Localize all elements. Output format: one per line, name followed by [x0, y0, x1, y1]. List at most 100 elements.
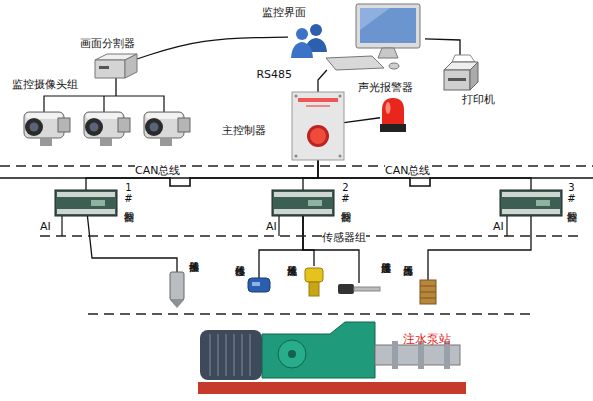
camera: [24, 112, 70, 146]
printer: [444, 55, 478, 90]
displacement-sensor: [248, 278, 270, 292]
device-node: 压力传感器: [420, 280, 436, 304]
temperature-sensor: [338, 284, 380, 294]
bus-label: AI: [266, 221, 277, 233]
displacement-sensor: [252, 282, 260, 286]
wire-connector: [137, 37, 288, 59]
wire-connector: [303, 160, 318, 190]
alarm-light: [380, 124, 406, 132]
main-controller: [292, 92, 344, 160]
plc-controller: [502, 209, 560, 214]
screen-splitter: [125, 54, 137, 78]
plc-controller: [500, 190, 562, 216]
device-label: 监控界面: [262, 7, 306, 19]
wire-connector: [303, 216, 359, 283]
temperature-sensor: [338, 284, 354, 294]
dashed-line: [88, 313, 530, 315]
pump-station: [210, 334, 250, 376]
wire-connector: [86, 160, 318, 190]
camera: [144, 112, 190, 146]
device-label: 画面分割器: [80, 38, 135, 50]
pump-station: [262, 322, 375, 378]
wire-connector: [428, 216, 531, 280]
operator-figure: [291, 24, 327, 58]
camera: [160, 138, 172, 146]
bus-label: 传感器组: [322, 232, 366, 244]
signal-label: RS485: [256, 69, 292, 81]
printer: [470, 62, 478, 90]
camera: [58, 118, 70, 132]
operator-figure: [296, 28, 308, 40]
plc-controller: [274, 192, 332, 197]
camera: [118, 118, 130, 132]
plc-controller: [500, 190, 562, 216]
flow-sensor: [305, 268, 323, 282]
main-controller: [295, 95, 298, 98]
flow-sensor: [309, 282, 319, 296]
device-label: 主控制器: [222, 125, 266, 137]
computer-monitor: [378, 48, 398, 58]
ai-wire: [61, 216, 62, 236]
screen-splitter: [95, 54, 137, 78]
camera-wire: [44, 96, 164, 112]
computer-monitor: [360, 8, 390, 30]
ai-wire: [506, 216, 507, 236]
main-controller: [310, 128, 326, 144]
pump-station: [392, 341, 398, 369]
flow-sensor: [305, 268, 323, 296]
plc-controller: [55, 190, 117, 216]
displacement-sensor: [248, 278, 270, 292]
device-node: 画面分割器: [95, 54, 137, 78]
camera-wire: [44, 96, 164, 112]
alarm-light: [380, 98, 406, 132]
vibration-sensor: [170, 300, 184, 308]
plc-controller: [91, 200, 105, 206]
device-node: 1#控制器: [55, 190, 117, 216]
vibration-sensor: [170, 272, 184, 308]
pressure-sensor: [420, 280, 436, 304]
pump-station: [278, 340, 306, 368]
screen-splitter: [99, 66, 109, 69]
dashed-line: [40, 235, 580, 237]
device-node: 注水泵站: [195, 318, 470, 396]
camera: [40, 138, 52, 146]
alarm-light: [386, 102, 391, 114]
camera: [145, 118, 163, 136]
device-node: 声光报警器: [380, 100, 406, 132]
plc-controller: [536, 200, 550, 206]
device-label: 打印机: [462, 94, 495, 106]
camera: [100, 138, 112, 146]
can-bus-line: [0, 178, 593, 186]
camera: [26, 113, 62, 119]
vibration-sensor: [170, 272, 184, 300]
wire-connector: [259, 216, 303, 278]
device-label: 1#控制器: [123, 182, 133, 204]
wire-connector: [115, 78, 116, 96]
device-node: 3#控制器: [500, 190, 562, 216]
device-node: 监控界面: [288, 3, 425, 70]
computer-monitor: [356, 4, 420, 48]
wire-connector: [87, 216, 177, 272]
plc-controller: [57, 209, 115, 214]
main-controller: [306, 105, 330, 107]
bus-label: AI: [493, 221, 504, 233]
bus-label: CAN总线: [135, 165, 180, 177]
main-controller: [298, 98, 338, 102]
ai-wire: [62, 216, 507, 236]
pressure-sensor: [420, 280, 436, 304]
main-controller: [292, 92, 344, 160]
camera: [90, 123, 99, 132]
printer: [448, 78, 466, 81]
printer: [444, 70, 470, 90]
computer-monitor: [356, 4, 420, 58]
pump-station: [200, 330, 262, 380]
camera-wire: [103, 96, 104, 112]
device-label: 3#控制器: [566, 182, 576, 204]
pump-station: [198, 382, 466, 394]
device-node: 打印机: [440, 58, 480, 92]
bus-label: CAN总线: [385, 165, 430, 177]
dashed-line: [0, 165, 593, 167]
keyboard: [326, 56, 384, 70]
